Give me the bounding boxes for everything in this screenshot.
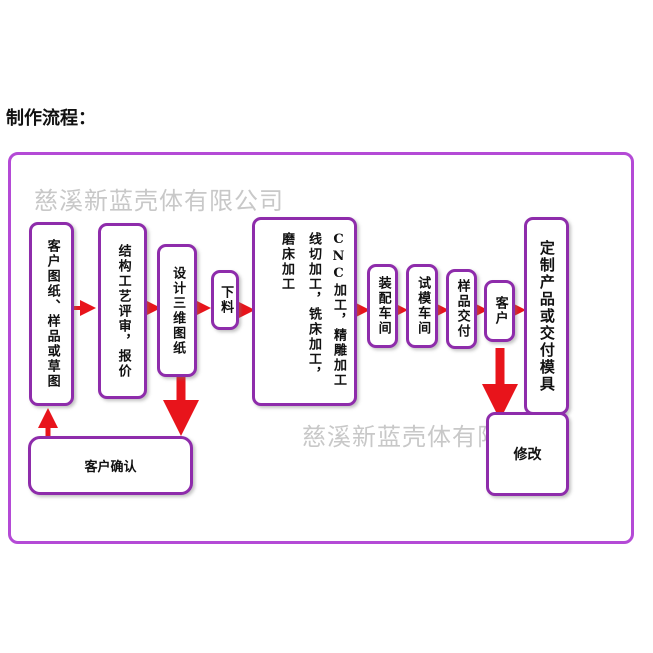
node-customer-right: 客户 <box>484 280 515 342</box>
node-design-3d: 设计三维图纸 <box>157 244 197 377</box>
node-customer-drawing: 客户图纸、样品或草图 <box>29 222 74 406</box>
node-customer-confirm: 客户确认 <box>28 436 193 495</box>
machining-col-grinding: 磨床加工 <box>279 232 294 292</box>
watermark-top: 慈溪新蓝壳体有限公司 <box>34 187 284 215</box>
node-assembly: 装配车间 <box>367 264 398 348</box>
node-machining: CNC加工，精雕加工 线切加工，铣床加工， 磨床加工 <box>252 217 357 406</box>
machining-col-wire: 线切加工，铣床加工， <box>306 232 321 382</box>
node-cutting: 下料 <box>211 270 239 330</box>
node-final-delivery: 定制产品或交付模具 <box>524 217 569 415</box>
node-sample-delivery: 样品交付 <box>446 269 477 349</box>
node-modify: 修改 <box>486 412 569 496</box>
node-structure-review: 结构工艺评审，报价 <box>98 223 147 399</box>
node-trial-mold: 试模车间 <box>406 264 438 348</box>
machining-col-cnc: CNC加工，精雕加工 <box>331 232 346 388</box>
flowchart-frame <box>8 152 634 544</box>
page-heading: 制作流程： <box>6 108 96 129</box>
